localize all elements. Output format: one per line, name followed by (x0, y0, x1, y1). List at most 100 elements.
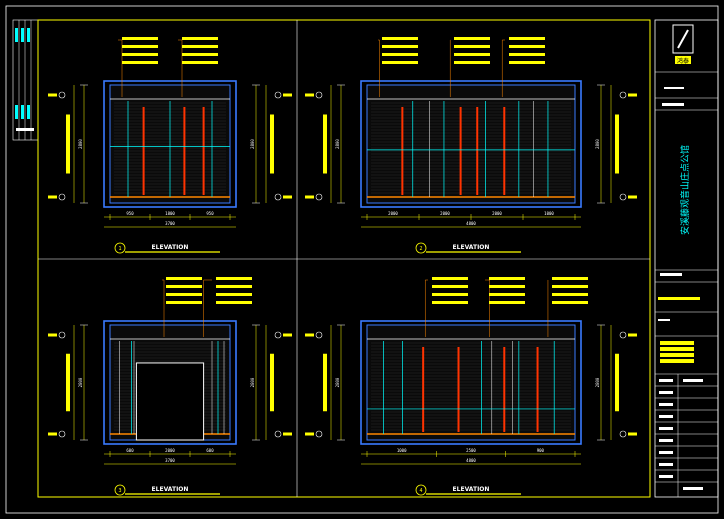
note-label (552, 293, 588, 296)
level-marker (619, 91, 627, 99)
note-label (454, 61, 490, 64)
logo-slash (677, 29, 689, 49)
level-marker (274, 430, 282, 438)
project-name: 安溪藤观音山庄点公馆 (679, 145, 691, 235)
level-marker (58, 430, 66, 438)
note-label (454, 53, 490, 56)
elevation-title: ELEVATION (152, 244, 189, 251)
level-text (48, 432, 57, 436)
brand-label: 鸿泰 (677, 57, 689, 65)
drawing-frame (37, 19, 651, 498)
level-marker (619, 193, 627, 201)
dim-value: 600 (206, 448, 214, 453)
level-text (305, 195, 314, 199)
dim-total: 4800 (466, 221, 476, 226)
side-dim-bar (615, 114, 619, 174)
note-label (432, 301, 468, 304)
note-label (552, 277, 588, 280)
note-label (454, 45, 490, 48)
note-label (216, 285, 252, 288)
level-marker (315, 430, 323, 438)
note-label (509, 61, 545, 64)
dim-value: 950 (126, 211, 134, 216)
level-text (48, 333, 57, 337)
dim-total: 3700 (165, 221, 175, 226)
note-label (122, 53, 158, 56)
dim-value: 2000 (440, 211, 450, 216)
wall-outline (103, 80, 237, 208)
dim-value: 1000 (397, 448, 407, 453)
note-label (182, 53, 218, 56)
note-label (216, 293, 252, 296)
dim-value-v: 2800 (250, 139, 255, 149)
level-marker (619, 430, 627, 438)
wall-outline (360, 80, 582, 208)
title-block: 鸿泰 安溪藤观音山庄点公馆 (654, 19, 719, 498)
level-text (283, 333, 292, 337)
room-interior (366, 324, 576, 441)
note-label (122, 61, 158, 64)
note-label (432, 285, 468, 288)
note-label (552, 301, 588, 304)
level-marker (274, 193, 282, 201)
note-label (122, 37, 158, 40)
level-text (628, 333, 637, 337)
side-dim-bar (66, 114, 70, 174)
note-label (122, 45, 158, 48)
note-label (432, 293, 468, 296)
dim-value-v: 2800 (595, 377, 600, 387)
level-text (628, 195, 637, 199)
level-text (283, 195, 292, 199)
title-bubble (415, 242, 427, 254)
note-label (166, 301, 202, 304)
room-interior (366, 84, 576, 204)
binding-strip (12, 19, 39, 141)
side-dim-bar (615, 353, 619, 412)
dim-value: 600 (126, 448, 134, 453)
dim-value-v: 2800 (595, 139, 600, 149)
level-marker (315, 331, 323, 339)
side-dim-bar (323, 353, 327, 412)
level-marker (274, 331, 282, 339)
note-label (382, 53, 418, 56)
level-marker (619, 331, 627, 339)
note-label (489, 277, 525, 280)
note-label (166, 293, 202, 296)
note-label (489, 301, 525, 304)
note-label (382, 61, 418, 64)
note-label (509, 45, 545, 48)
title-bubble (114, 484, 126, 496)
elevation-title: ELEVATION (453, 244, 490, 251)
note-label (509, 53, 545, 56)
dim-value-v: 2800 (250, 377, 255, 387)
dim-value: 2000 (492, 211, 502, 216)
dim-total: 4800 (466, 458, 476, 463)
dim-value: 2000 (388, 211, 398, 216)
level-text (628, 432, 637, 436)
level-text (48, 93, 57, 97)
note-label (432, 277, 468, 280)
dim-value-v: 2800 (335, 377, 340, 387)
level-text (305, 93, 314, 97)
dim-value: 2500 (466, 448, 476, 453)
side-dim-bar (323, 114, 327, 174)
elevation-title: ELEVATION (453, 486, 490, 493)
wall-outline (360, 320, 582, 445)
note-label (382, 37, 418, 40)
note-label (182, 37, 218, 40)
note-label (454, 37, 490, 40)
level-text (48, 195, 57, 199)
wall-outline (103, 320, 237, 445)
dim-value-v: 2800 (335, 139, 340, 149)
side-dim-bar (270, 353, 274, 412)
level-marker (315, 91, 323, 99)
dim-value: 950 (206, 211, 214, 216)
level-marker (274, 91, 282, 99)
title-bubble (415, 484, 427, 496)
level-text (628, 93, 637, 97)
